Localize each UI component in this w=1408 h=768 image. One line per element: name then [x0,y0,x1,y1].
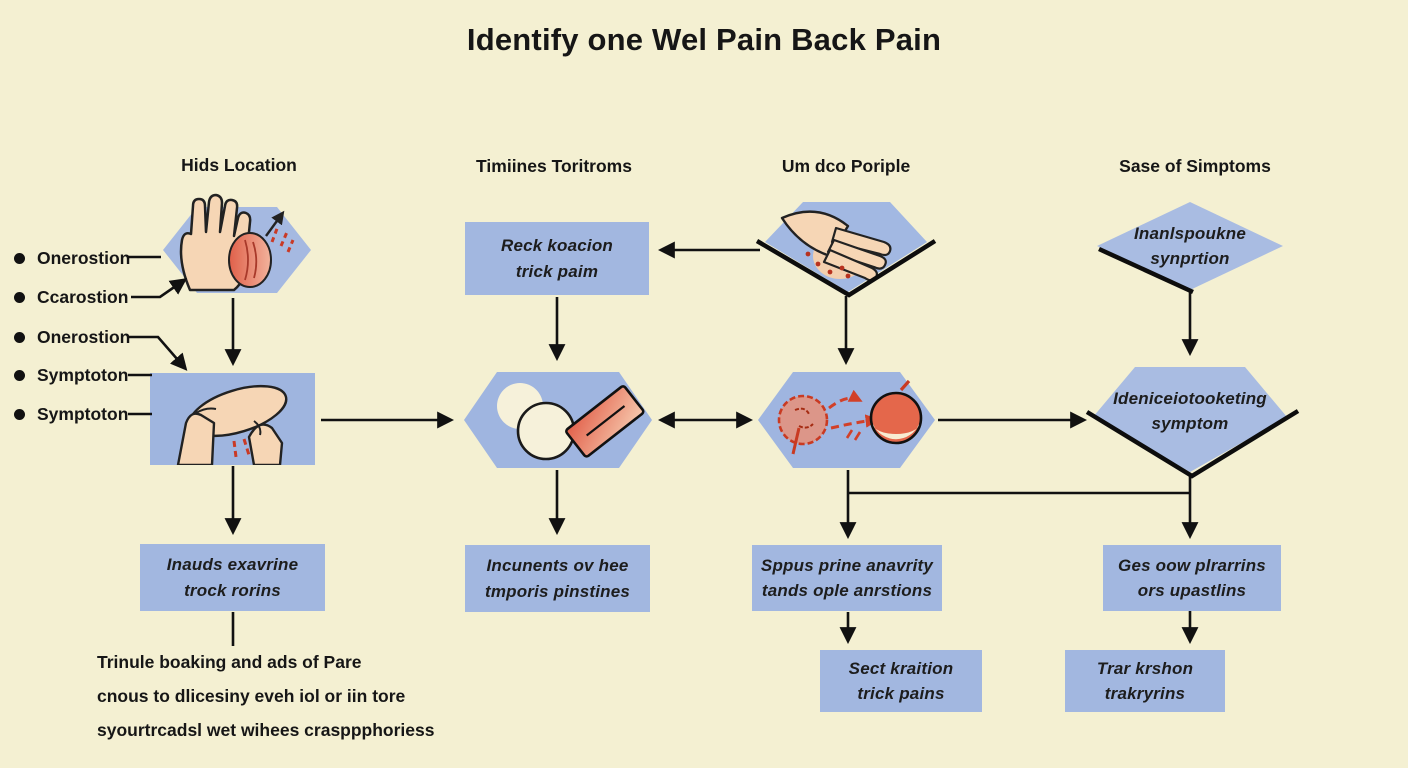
legend-label: Symptoton [37,364,129,385]
legend-label: Onerostion [37,326,131,347]
bullet-icon [14,291,25,303]
node-text-line: Inanlspoukne [1134,223,1246,243]
footnote-paragraph: Trinule boaking and ads of Pare cnous to… [97,645,435,747]
node-text-line: ors upastlins [1137,581,1247,600]
node-text-line: tmporis pinstines [484,581,631,601]
node-text-line: synprtion [1150,249,1230,268]
footnote-line: Trinule boaking and ads of Pare [97,652,362,672]
column-header-1: Hids Location [181,155,297,175]
node-text-line: Incunents ov hee [486,556,629,575]
node-text-line: tands ople anrstions [761,581,933,600]
node-ges-oow: Ges oow plrarrins ors upastlins [1103,545,1281,611]
footnote-line: syourtrcadsl wet wihees crasppphoriess [97,720,435,740]
legend-item-4: Symptoton [14,363,128,387]
bullet-icon [14,369,25,381]
node-sppus: Sppus prine anavrity tands ople anrstion… [752,545,942,611]
node-mid-diamond: Ideniceiotooketing symptom [1090,362,1290,474]
circles-and-bandage-icon [464,372,652,468]
legend-label: Symptoton [37,403,129,424]
legend-label: Ccarostion [37,286,129,307]
node-text-line: trick pains [857,684,945,703]
column-header-3: Um dco Poriple [781,156,911,176]
node-pressure-pentagon [760,198,932,298]
bullet-icon [14,331,25,343]
node-spread-hexagon [755,370,938,470]
legend-item-5: Symptoton [14,402,128,426]
node-top-diamond: Inanlspoukne synprtion [1095,200,1285,292]
node-exam-image [150,373,315,465]
node-text-line: Ges oow plrarrins [1118,555,1266,575]
bullet-icon [14,408,25,420]
node-location-hexagon [150,190,325,300]
column-header-4: Sase of Simptoms [1119,156,1271,176]
node-text-line: Inauds exavrine [166,555,299,574]
legend-item-1: Onerostion [14,246,130,270]
hand-pressing-icon [765,202,927,292]
node-sect-kraition: Sect kraition trick pains [820,650,982,712]
node-text-line: symptom [1151,414,1229,433]
raised-hand-swelling-icon [163,193,311,293]
legend-item-2: Ccarostion [14,285,128,309]
node-text-line: Sppus prine anavrity [760,555,934,575]
column-header-2: Timiines Toritroms [476,156,632,176]
footnote-line: cnous to dlicesiny eveh iol or iin tore [97,686,406,706]
node-treatment-hexagon [462,370,654,470]
node-text-line: Trar krshon [1096,658,1194,678]
node-incunents: Incunents ov hee tmporis pinstines [465,545,650,612]
bullet-icon [14,252,25,264]
node-text-line: trick paim [515,261,599,281]
node-text-line: Sect kraition [848,658,954,678]
massage-hands-icon [150,373,315,465]
page-title: Identify one Wel Pain Back Pain [466,22,942,57]
legend-item-3: Onerostion [14,325,130,349]
node-text-line: trakryrins [1104,684,1186,703]
node-reck-koacion: Reck koacion trick paim [465,222,649,295]
node-exam-text: Inauds exavrine trock rorins [140,544,325,611]
node-text-line: Reck koacion [500,236,613,255]
node-text-line: trock rorins [184,580,281,600]
pain-spread-circles-icon [758,372,935,468]
node-trar-krshon: Trar krshon trakryrins [1065,650,1225,712]
legend-label: Onerostion [37,247,131,268]
node-text-line: Ideniceiotooketing [1113,388,1267,408]
